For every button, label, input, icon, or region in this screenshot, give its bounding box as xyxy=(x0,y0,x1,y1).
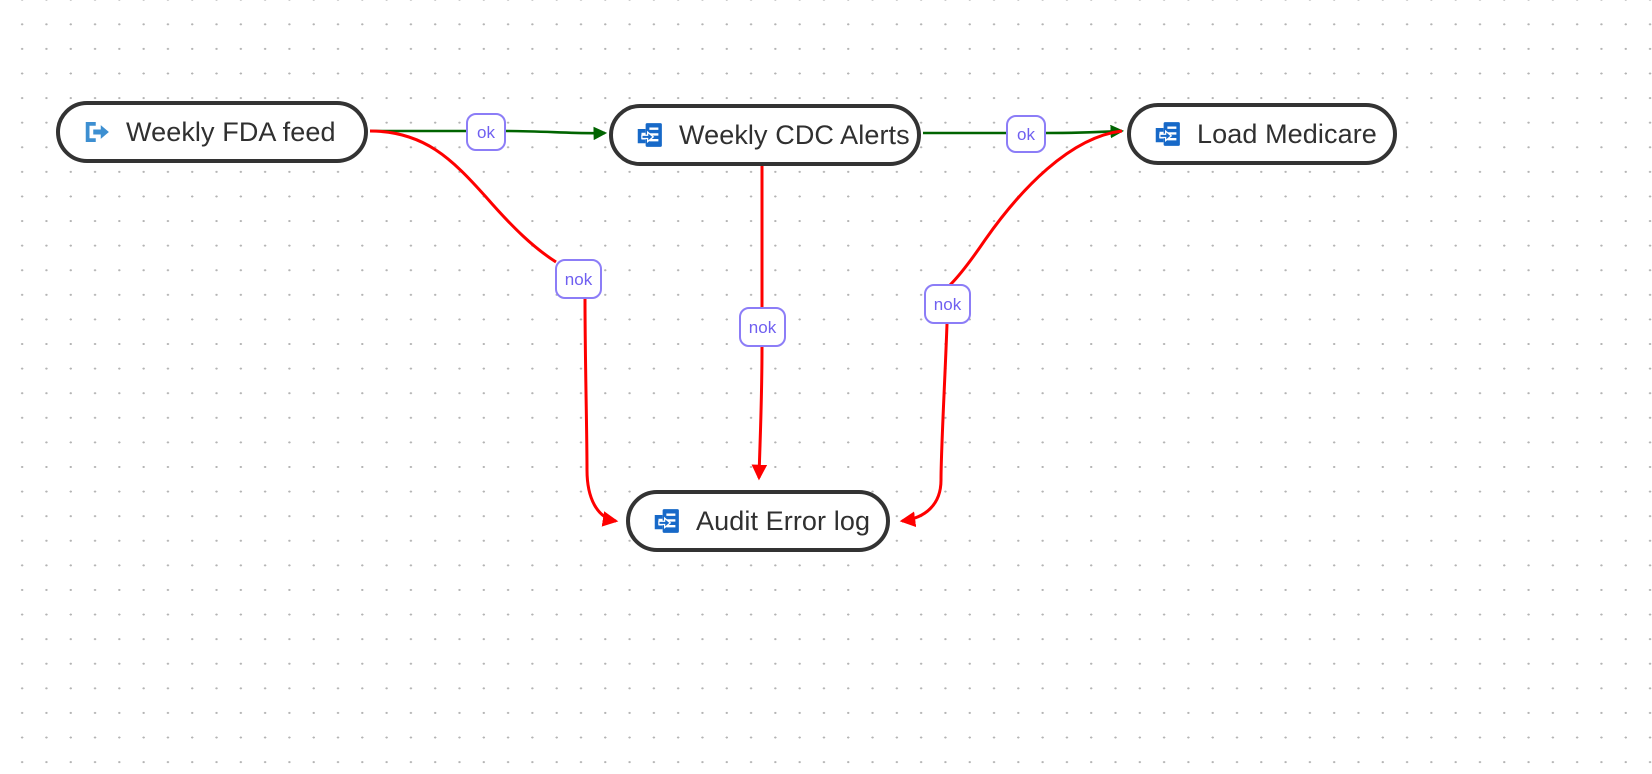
node-label: Weekly FDA feed xyxy=(126,116,336,147)
node-label: Load Medicare xyxy=(1197,118,1377,149)
edge-label-nok[interactable]: nok xyxy=(924,284,971,324)
edge-medicare-to-audit-tail[interactable] xyxy=(899,323,949,528)
script-task-icon xyxy=(654,509,679,533)
export-start-icon xyxy=(85,122,109,142)
node-load-medicare[interactable]: Load Medicare xyxy=(1127,103,1397,165)
node-audit-error-log[interactable]: Audit Error log xyxy=(626,490,890,552)
script-task-icon xyxy=(1155,122,1180,146)
edge-label-ok[interactable]: ok xyxy=(1006,115,1046,153)
node-weekly-fda-feed[interactable]: Weekly FDA feed xyxy=(56,101,368,163)
edge-fda-to-audit[interactable] xyxy=(369,129,557,264)
node-label: Weekly CDC Alerts xyxy=(679,119,910,150)
edge-medicare-to-audit[interactable] xyxy=(948,129,1123,287)
edge-label-nok[interactable]: nok xyxy=(739,307,786,347)
edge-label-ok[interactable]: ok xyxy=(466,113,506,151)
edge-label-nok[interactable]: nok xyxy=(555,259,602,299)
node-label: Audit Error log xyxy=(696,505,871,536)
node-weekly-cdc-alerts[interactable]: Weekly CDC Alerts xyxy=(609,104,921,166)
edge-fda-to-audit-tail[interactable] xyxy=(583,298,619,527)
script-task-icon xyxy=(637,123,662,147)
edge-cdc-to-audit-tail[interactable] xyxy=(751,346,768,481)
